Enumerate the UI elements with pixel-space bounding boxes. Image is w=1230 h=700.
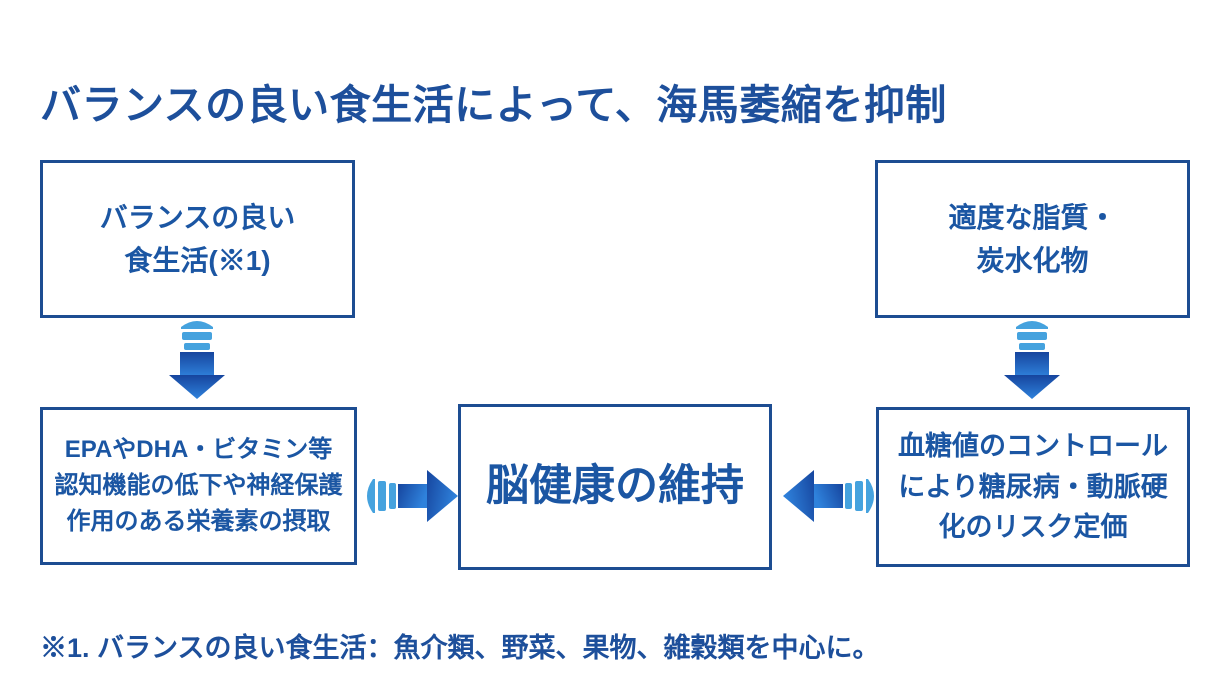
box-blood-sugar-line3: 化のリスク定価 — [938, 512, 1128, 543]
box-moderate-fat-carbs-line2: 炭水化物 — [976, 245, 1089, 276]
box-balanced-diet: バランスの良い 食生活(※1) — [40, 160, 355, 318]
box-balanced-diet-line1: バランスの良い — [99, 201, 296, 233]
box-nutrients-line3: 作用のある栄養素の摂取 — [66, 508, 331, 535]
box-nutrients-line1: EPAやDHA・ビタミン等 — [64, 436, 333, 463]
footnote: ※1. バランスの良い食生活：魚介類、野菜、果物、雑穀類を中心に。 — [40, 633, 880, 663]
down-arrow-icon — [169, 321, 225, 399]
box-brain-health-line1: 脳健康の維持 — [486, 462, 744, 511]
box-moderate-fat-carbs-line1: 適度な脂質・ — [948, 201, 1117, 233]
box-moderate-fat-carbs: 適度な脂質・ 炭水化物 — [875, 160, 1190, 318]
left-arrow-icon — [783, 470, 874, 522]
right-arrow-icon — [367, 470, 458, 522]
box-blood-sugar: 血糖値のコントロール により糖尿病・動脈硬 化のリスク定価 — [876, 407, 1190, 567]
box-brain-health: 脳健康の維持 — [458, 404, 772, 570]
slide-title: バランスの良い食生活によって、海馬萎縮を抑制 — [40, 82, 947, 129]
box-blood-sugar-line1: 血糖値のコントロール — [898, 431, 1168, 462]
box-blood-sugar-line2: により糖尿病・動脈硬 — [898, 471, 1168, 502]
box-nutrients-line2: 認知機能の低下や神経保護 — [54, 472, 343, 499]
down-arrow-icon — [1004, 321, 1060, 399]
box-nutrients: EPAやDHA・ビタミン等 認知機能の低下や神経保護 作用のある栄養素の摂取 — [40, 407, 357, 565]
box-balanced-diet-line2: 食生活(※1) — [124, 245, 271, 276]
